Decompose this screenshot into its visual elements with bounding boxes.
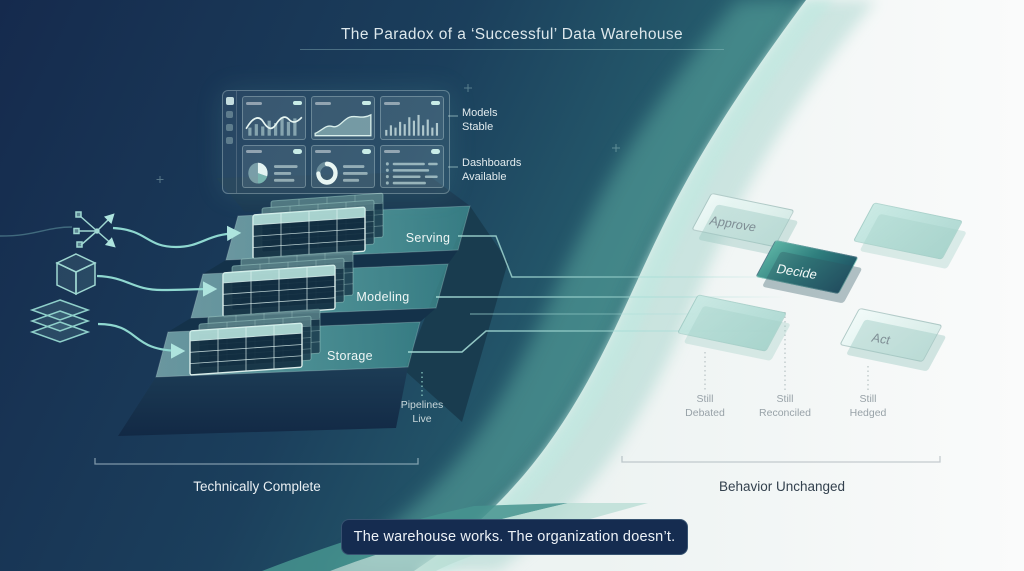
layer-label-serving: Serving (405, 231, 451, 245)
serving-tables (252, 192, 384, 260)
card-title-pill (384, 150, 400, 153)
dashboard-card-bars-line (242, 96, 306, 140)
dashboard-card-histogram (380, 96, 444, 140)
sidebar-charts-icon (226, 124, 233, 131)
sidebar-home-icon (225, 97, 234, 105)
right-caption-bracket (621, 456, 941, 463)
card-toggle (431, 100, 440, 106)
network-nodes-icon (73, 211, 116, 248)
footer-message-text: The warehouse works. The organization do… (353, 529, 676, 545)
card-toggle (362, 100, 371, 106)
card-title-pill (315, 101, 331, 105)
histogram-thumbnail (385, 114, 439, 136)
status-still-reconciled: Still Reconciled (759, 393, 811, 420)
pie-chart-thumbnail (248, 162, 298, 184)
annotation-connectors (448, 115, 458, 168)
annotation-pipelines-live: Pipelines Live (400, 399, 444, 425)
ingest-arrows (0, 225, 242, 359)
dashboard-card-donut (311, 144, 375, 188)
dashboard-card-area (311, 96, 375, 140)
caption-behavior-unchanged: Behavior Unchanged (718, 479, 846, 494)
modeling-tables (222, 250, 354, 318)
curve-mint-band-edge (414, 0, 834, 571)
card-toggle (362, 149, 371, 154)
stacked-layers-icon (29, 299, 91, 343)
bi-dashboard-panel (222, 90, 450, 194)
platform-plinth (118, 367, 408, 436)
platform-right-face (404, 206, 508, 422)
dashboard-card-grid (237, 91, 449, 193)
annotation-models-stable: Models Stable (462, 107, 498, 134)
sidebar-reports-icon (226, 111, 233, 118)
source-icons (29, 211, 116, 343)
card-title-pill (384, 101, 400, 105)
card-title-pill (315, 150, 331, 153)
curve-teal-glow (330, 0, 806, 571)
layer-label-modeling: Modeling (356, 290, 410, 304)
left-caption-bracket (94, 458, 419, 465)
caption-technically-complete: Technically Complete (193, 479, 321, 494)
dashboard-sidebar (223, 91, 237, 193)
bar-line-chart-thumbnail (245, 116, 303, 136)
plus-marks (156, 84, 620, 183)
storage-tables (189, 308, 321, 376)
arrow-to-modeling (96, 274, 218, 297)
card-title-pill (246, 101, 262, 105)
area-chart-thumbnail (314, 113, 372, 137)
card-toggle (293, 149, 302, 154)
card-toggle (431, 149, 440, 154)
dashboard-card-pie (242, 144, 306, 188)
status-still-hedged: Still Hedged (849, 393, 887, 420)
list-thumbnail (385, 161, 438, 185)
layer-label-storage: Storage (327, 349, 373, 363)
dotted-leaders (421, 312, 869, 396)
dashboard-card-list (380, 144, 444, 188)
page-title: The Paradox of a ‘Successful’ Data Wareh… (340, 26, 684, 43)
donut-chart-thumbnail (316, 161, 368, 185)
status-still-debated: Still Debated (685, 393, 725, 420)
arrow-to-serving (112, 225, 242, 249)
annotation-dashboards-available: Dashboards Available (462, 157, 522, 184)
card-title-pill (246, 150, 262, 153)
arrow-to-storage (97, 322, 186, 359)
card-toggle (293, 100, 302, 106)
cube-icon (55, 253, 97, 296)
sidebar-settings-icon (226, 137, 233, 144)
footer-message-bar: The warehouse works. The organization do… (341, 519, 688, 555)
title-underline (300, 49, 724, 50)
